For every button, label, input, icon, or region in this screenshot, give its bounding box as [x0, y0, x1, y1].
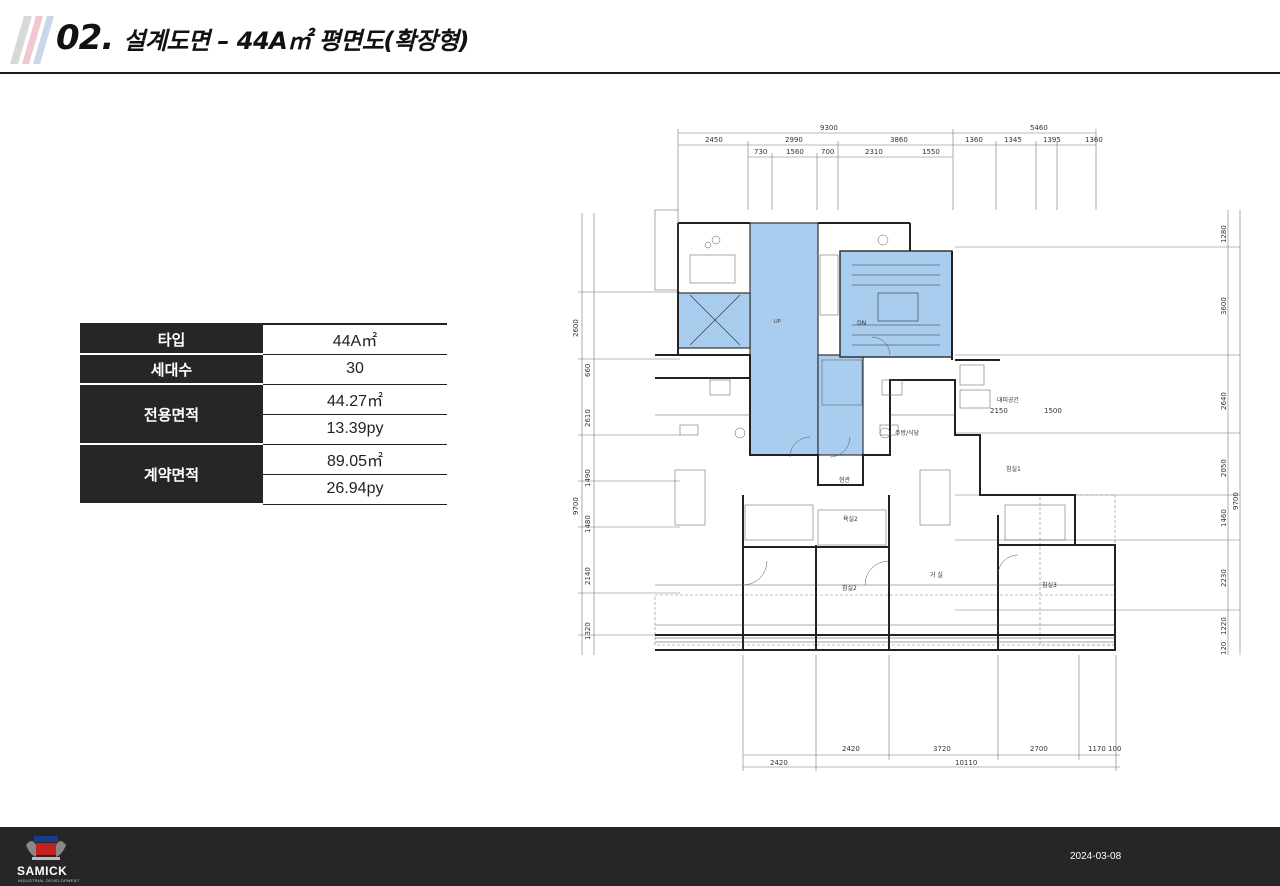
window-line — [655, 637, 1115, 643]
spec-table: 타입 44A㎡ 세대수 30 전용면적 44.27㎡ 13.39py 계약면적 … — [80, 323, 447, 505]
dim-label: 1280 — [1220, 225, 1228, 243]
dim-label: 1460 — [1220, 509, 1228, 527]
title-text: 설계도면 – 44A㎡ 평면도(확장형) — [123, 27, 470, 55]
dim-label: 2600 — [572, 319, 580, 337]
page-footer: SAMICK INDUSTRIAL DEVELOPMENT 2024-03-08 — [0, 827, 1280, 886]
table-row: 13.39py — [80, 414, 447, 445]
dim-label: 5460 — [1030, 124, 1048, 132]
room-label-kitchen: 주방/식당 — [895, 429, 920, 437]
dim-label: 3720 — [933, 745, 951, 753]
dim-label: 2140 — [584, 567, 592, 585]
dim-label: 2420 — [842, 745, 860, 753]
core-area — [677, 222, 953, 456]
contract-area-label: 계약면적 — [80, 444, 263, 505]
dimension-lines — [578, 129, 1241, 771]
contract-area-py: 26.94py — [263, 474, 447, 505]
room-label-bedroom2: 침실2 — [842, 584, 857, 592]
type-label: 타입 — [80, 323, 263, 355]
dim-label: 1560 — [786, 148, 804, 156]
contract-area-sqm: 89.05㎡ — [263, 444, 447, 475]
dim-label: 2230 — [1220, 569, 1228, 587]
dim-label: 2990 — [785, 136, 803, 144]
dim-label: 2640 — [1220, 392, 1228, 410]
dim-label: 1360 — [1085, 136, 1103, 144]
stair-label-up: UP — [774, 319, 781, 325]
walls — [655, 222, 1116, 651]
dim-label: 2310 — [865, 148, 883, 156]
room-label-bedroom1: 침실1 — [1006, 465, 1021, 473]
logo-text: SAMICK — [17, 864, 68, 878]
dim-label: 1345 — [1004, 136, 1022, 144]
dim-label: 9700 — [572, 497, 580, 515]
units-value: 30 — [263, 354, 447, 385]
dim-label: 1360 — [965, 136, 983, 144]
stair-label-dn: DN — [857, 320, 866, 327]
dim-label: 1500 — [1044, 407, 1062, 415]
room-label-bath2: 욕실2 — [843, 515, 858, 523]
dim-label: 2610 — [584, 409, 592, 427]
page-title: 02. 설계도면 – 44A㎡ 평면도(확장형) — [56, 18, 470, 64]
balcony-outline — [654, 494, 1116, 646]
header-divider — [0, 72, 1280, 74]
dim-label: 2450 — [705, 136, 723, 144]
interior-details — [654, 209, 1115, 626]
table-row: 26.94py — [80, 474, 447, 505]
dim-label: 3860 — [890, 136, 908, 144]
logo-subtext: INDUSTRIAL DEVELOPMENT — [18, 878, 80, 883]
page-header: 02. 설계도면 – 44A㎡ 평면도(확장형) — [0, 0, 1280, 76]
room-label-shelter: 대피공간 — [997, 396, 1020, 404]
exclusive-area-label: 전용면적 — [80, 384, 263, 445]
room-label-entrance: 현관 — [839, 476, 851, 484]
units-label: 세대수 — [80, 354, 263, 385]
dim-label: 120 — [1220, 642, 1228, 655]
dimension-labels: 9300 5460 2450 2990 3860 1360 1345 1395 … — [572, 124, 1240, 767]
dim-label: 1550 — [922, 148, 940, 156]
samick-logo-icon — [26, 836, 66, 860]
dim-label: 1395 — [1043, 136, 1061, 144]
dim-label: 700 — [821, 148, 834, 156]
type-value: 44A㎡ — [263, 323, 447, 355]
dim-label: 2700 — [1030, 745, 1048, 753]
dim-label: 9700 — [1232, 492, 1240, 510]
dim-label: 2420 — [770, 759, 788, 767]
dim-label: 10110 — [955, 759, 977, 767]
dim-label: 2150 — [990, 407, 1008, 415]
dim-label: 1320 — [584, 622, 592, 640]
stair-lines — [689, 264, 940, 346]
table-row: 타입 44A㎡ — [80, 323, 447, 355]
dim-label: 660 — [584, 364, 592, 377]
table-row: 계약면적 89.05㎡ — [80, 444, 447, 505]
exclusive-area-sqm: 44.27㎡ — [263, 384, 447, 415]
dim-label: 9300 — [820, 124, 838, 132]
dim-label: 3600 — [1220, 297, 1228, 315]
header-stripes-icon — [10, 16, 54, 64]
title-number: 02. — [56, 18, 114, 58]
dim-label: 100 — [1108, 745, 1121, 753]
room-label-living: 거 실 — [930, 571, 943, 579]
table-row: 세대수 30 — [80, 354, 447, 385]
dim-label: 1220 — [1220, 617, 1228, 635]
room-label-bedroom3: 침실3 — [1042, 581, 1057, 589]
room-labels: 주방/식당 현관 거 실 침실1 침실2 침실3 욕실2 대피공간 DN UP — [774, 319, 1057, 592]
dim-label: 730 — [754, 148, 767, 156]
exclusive-area-py: 13.39py — [263, 414, 447, 445]
dim-label: 2050 — [1220, 459, 1228, 477]
dim-label: 1480 — [584, 515, 592, 533]
table-row: 전용면적 44.27㎡ — [80, 384, 447, 445]
floor-plan-drawing: 9300 5460 2450 2990 3860 1360 1345 1395 … — [572, 124, 1241, 771]
dim-label: 1170 — [1088, 745, 1106, 753]
dim-label: 1490 — [584, 469, 592, 487]
footer-date: 2024-03-08 — [1070, 851, 1122, 862]
